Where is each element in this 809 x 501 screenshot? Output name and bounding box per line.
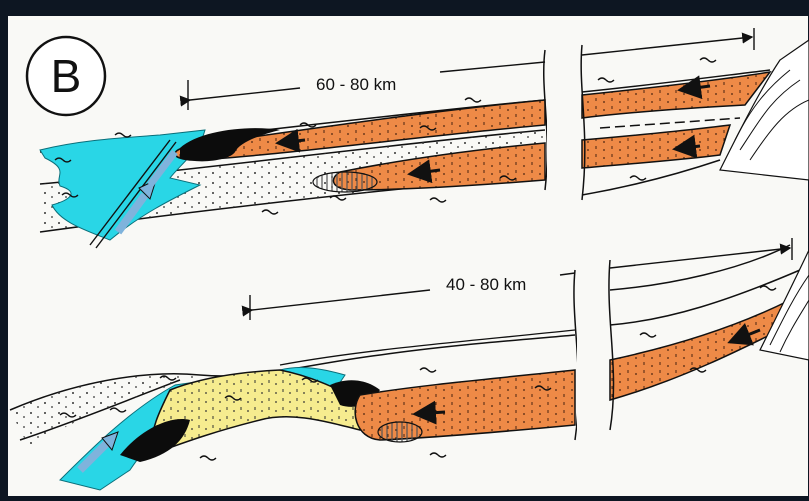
gray-lens-top — [313, 172, 377, 192]
panel-label-badge: B — [27, 37, 105, 115]
bottom-distance-label: 40 - 80 km — [446, 275, 526, 294]
gray-lens-bottom — [378, 422, 422, 442]
top-distance-label: 60 - 80 km — [316, 75, 396, 94]
panel-label: B — [51, 50, 82, 102]
